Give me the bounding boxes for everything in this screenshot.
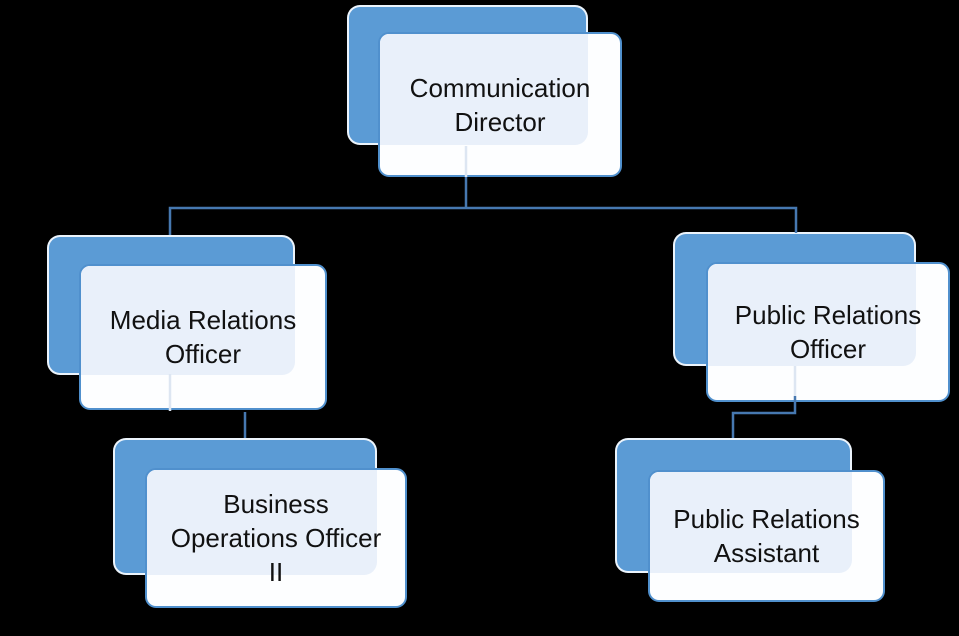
- node-card: Public Relations Assistant: [648, 470, 885, 602]
- node-label-line: Officer: [789, 334, 867, 364]
- node-label-line: Media Relations: [109, 305, 297, 335]
- node-label-line: Communication: [409, 72, 591, 103]
- node-card: Public Relations Officer: [706, 262, 950, 402]
- node-label-line: Public Relations: [734, 300, 922, 330]
- node-card-tint: [147, 470, 377, 575]
- node-card: Communication Director: [378, 32, 622, 177]
- node-label: Media Relations Officer: [110, 303, 296, 371]
- node-label: Communication Director: [410, 71, 591, 139]
- node-label-line: Officer: [164, 339, 242, 369]
- node-label-line: Director: [454, 106, 546, 137]
- node-label-line: Public Relations: [673, 504, 860, 534]
- node-card-tint: [650, 472, 852, 573]
- node-label-line: Operations Officer: [170, 523, 382, 553]
- node-card: Business Operations Officer II: [145, 468, 407, 608]
- node-card-tint: [380, 34, 588, 145]
- connector-director-bus: [168, 177, 798, 235]
- node-label-line: Business: [223, 489, 329, 519]
- node-card: Media Relations Officer: [79, 264, 327, 410]
- connector-pro-to-pra: [731, 396, 797, 438]
- node-label: Public Relations Officer: [735, 298, 921, 366]
- node-label-line: II: [268, 557, 284, 587]
- node-label: Public Relations Assistant: [673, 502, 859, 570]
- node-label: Business Operations Officer II: [171, 487, 382, 589]
- node-label-line: Assistant: [713, 538, 820, 568]
